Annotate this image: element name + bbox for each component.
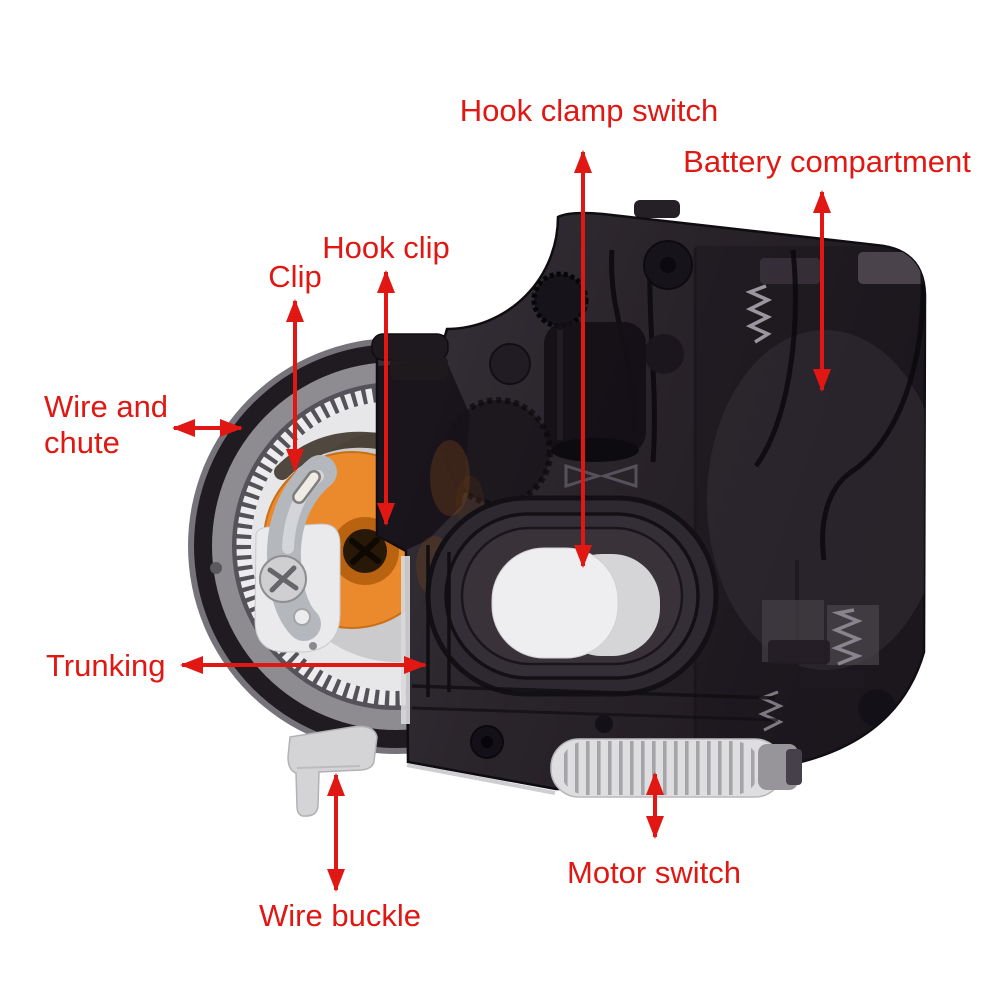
small-pin <box>309 642 317 650</box>
switch-ribs <box>560 741 760 795</box>
label-hook-clip: Hook clip <box>322 230 450 265</box>
label-wire-and-chute-line2: chute <box>44 425 120 460</box>
label-wire-and-chute-line1: Wire and <box>44 389 168 424</box>
coil-spring <box>831 608 863 666</box>
clip-hole <box>293 608 311 626</box>
clip-slot <box>294 472 319 502</box>
top-edge-tab <box>634 200 680 218</box>
hook-clamp-slider-button[interactable] <box>491 547 660 659</box>
housing-ledge-step <box>390 357 448 380</box>
motor-switch-slider[interactable] <box>550 738 802 798</box>
label-trunking: Trunking <box>46 648 165 683</box>
annotations: Hook clamp switch Battery compartment Ho… <box>44 93 971 933</box>
label-hook-clamp-switch: Hook clamp switch <box>460 93 718 128</box>
housing-internals <box>378 240 925 791</box>
motor <box>544 322 646 454</box>
case-sheen <box>707 330 925 670</box>
metal-clip <box>259 455 337 650</box>
rim-pin <box>210 562 222 574</box>
trunking-edge-sliver <box>401 556 410 724</box>
battery-contact-window <box>858 252 925 284</box>
housing-ledge <box>371 333 449 361</box>
trunking-channel <box>426 545 451 697</box>
label-battery-compartment: Battery compartment <box>683 144 971 179</box>
device <box>188 200 927 817</box>
hook-clip-mechanism <box>378 360 470 550</box>
battery-spring <box>745 284 773 344</box>
label-motor-switch: Motor switch <box>567 855 741 890</box>
label-wire-buckle: Wire buckle <box>259 898 421 933</box>
drive-gear-silhouette <box>446 400 550 504</box>
wire-buckle-part <box>287 725 378 817</box>
label-clip: Clip <box>268 259 321 294</box>
bottom-edge-highlight <box>406 763 556 795</box>
